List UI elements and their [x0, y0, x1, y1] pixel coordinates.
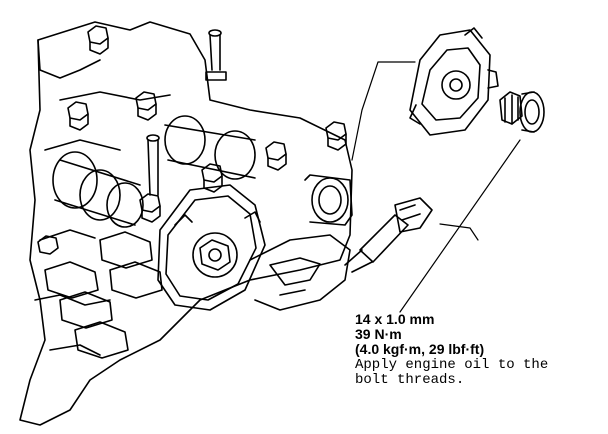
cylinder-head-body — [19, 21, 353, 426]
oil-line — [344, 197, 433, 273]
leader-lines — [351, 61, 521, 313]
vtc-actuator — [157, 184, 266, 311]
head-bolt-5 — [265, 141, 287, 171]
stud-1 — [205, 29, 227, 81]
bolt-size-label: 14 x 1.0 mm — [355, 311, 435, 327]
vtc-cover-plate — [409, 27, 499, 136]
actuator-bore — [304, 174, 353, 226]
head-bolt-8 — [37, 235, 59, 255]
chain-cover — [249, 234, 351, 311]
oil-note-line-2: bolt threads. — [355, 372, 465, 388]
head-bolt-1 — [87, 25, 109, 55]
camshaft — [52, 115, 256, 228]
torque-callout: 14 x 1.0 mm 39 N·m (4.0 kgf·m, 29 lbf·ft… — [355, 311, 595, 388]
oil-note-line-1: Apply engine oil to the — [355, 357, 549, 373]
stud-2 — [146, 134, 160, 196]
head-bolt-6 — [325, 121, 347, 151]
vtc-plug-bolt — [499, 91, 545, 133]
torque-nm-label: 39 N·m — [355, 326, 402, 342]
head-bolt-2 — [67, 101, 89, 131]
head-bolt-3 — [135, 91, 157, 121]
torque-alt-label: (4.0 kgf·m, 29 lbf·ft) — [355, 341, 485, 357]
head-bolt-4 — [201, 163, 223, 193]
rocker-arms — [44, 231, 163, 359]
